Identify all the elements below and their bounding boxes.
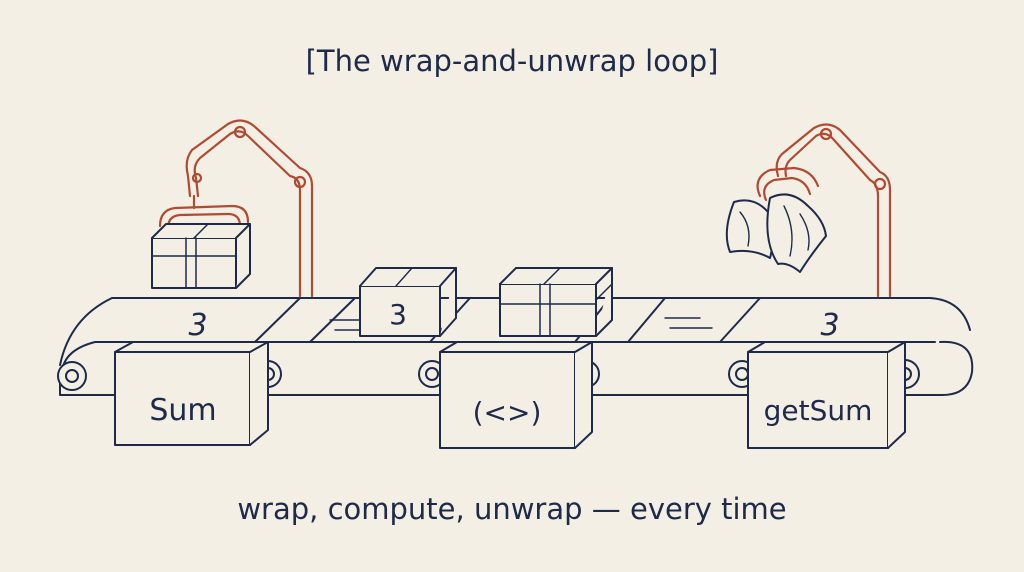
- wrapping-paper: [725, 193, 827, 273]
- roller: [57, 361, 87, 391]
- station-sum: Sum: [114, 341, 269, 446]
- station-label-combine: (<>): [473, 396, 542, 429]
- station-label-sum: Sum: [149, 393, 216, 428]
- parcel-value: 3: [389, 298, 407, 331]
- parcel-numbered: 3: [359, 267, 457, 337]
- belt-value-after: 3: [820, 308, 839, 343]
- station-combine: (<>): [439, 341, 593, 449]
- robot-arm-wrap: [158, 119, 314, 298]
- robot-arm-unwrap: [756, 123, 892, 298]
- diagram-title: [The wrap-and-unwrap loop]: [305, 44, 719, 78]
- belt-value-before: 3: [188, 308, 207, 343]
- diagram-caption: wrap, compute, unwrap — every time: [237, 492, 787, 526]
- station-getsum: getSum: [747, 341, 906, 449]
- parcel-gripped: [151, 223, 251, 289]
- parcel-wrapped: [499, 267, 613, 337]
- station-label-getsum: getSum: [764, 394, 873, 427]
